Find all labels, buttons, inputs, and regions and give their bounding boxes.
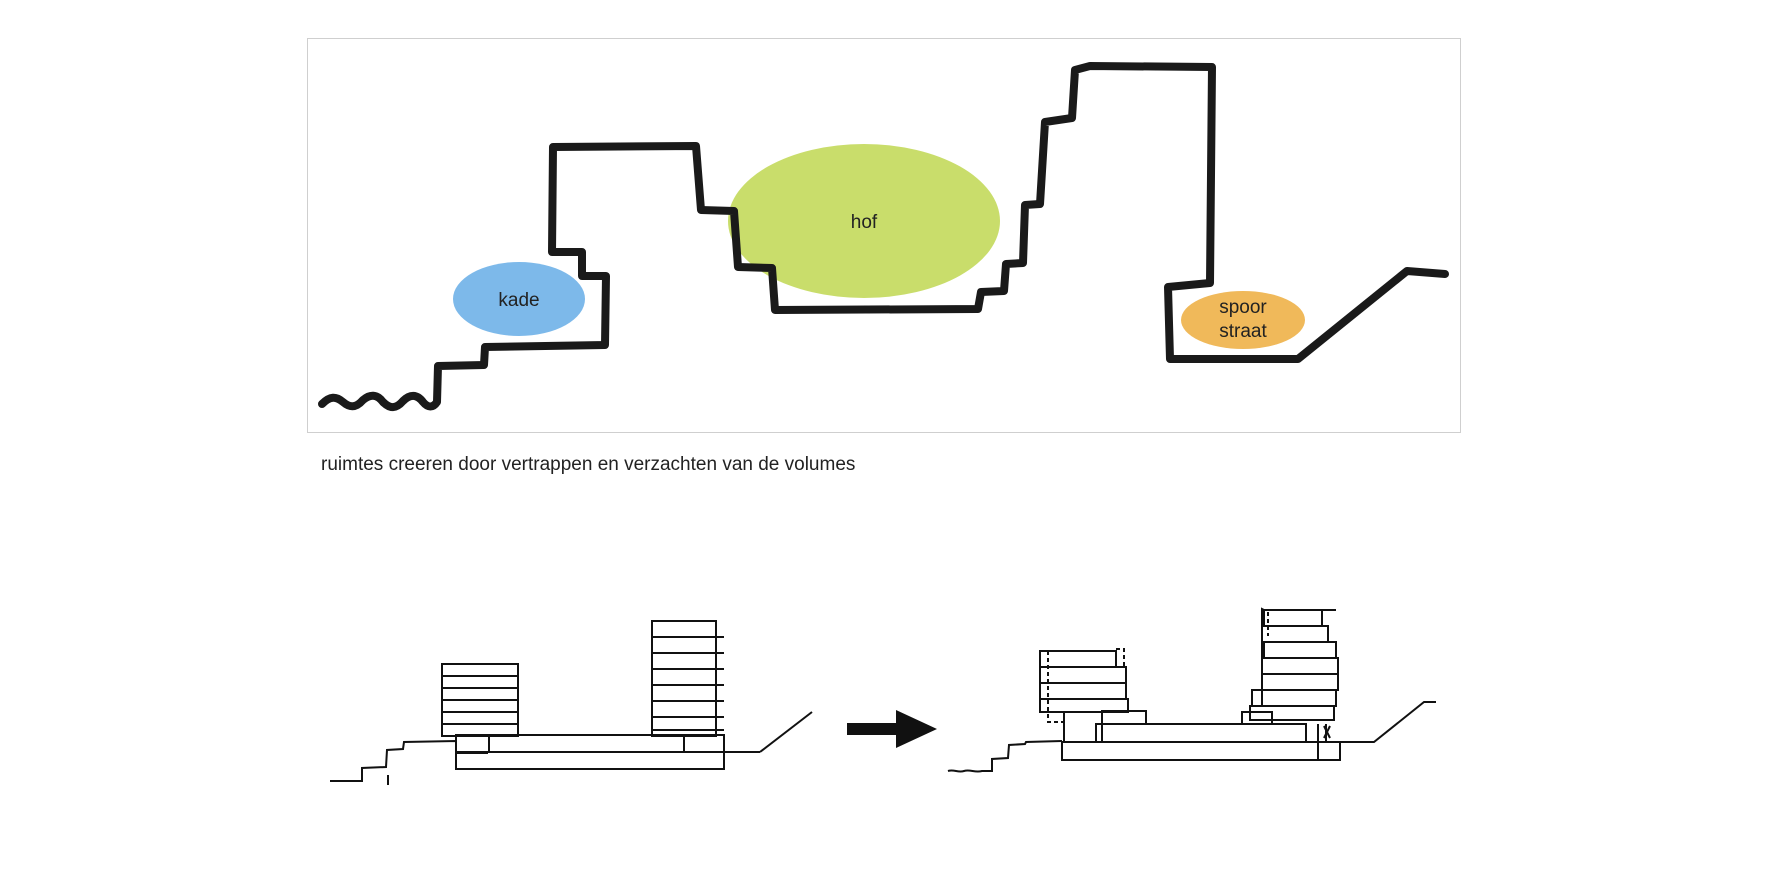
transition-arrow-icon — [847, 710, 937, 748]
spoorstraat-label-line1: spoor — [1219, 297, 1267, 318]
spoorstraat-zone — [1181, 291, 1305, 349]
spoorstraat-label-line2: straat — [1219, 321, 1267, 342]
kade-label: kade — [498, 290, 540, 311]
sketch-before — [330, 620, 813, 785]
hof-zone — [728, 144, 1000, 298]
hof-label: hof — [850, 212, 878, 233]
kade-zone — [453, 262, 585, 336]
top-diagram-frame — [307, 38, 1461, 433]
sketch-after — [947, 607, 1436, 773]
diagram-caption: ruimtes creeren door vertrappen en verza… — [321, 454, 856, 475]
terrain-outline — [318, 62, 1449, 412]
